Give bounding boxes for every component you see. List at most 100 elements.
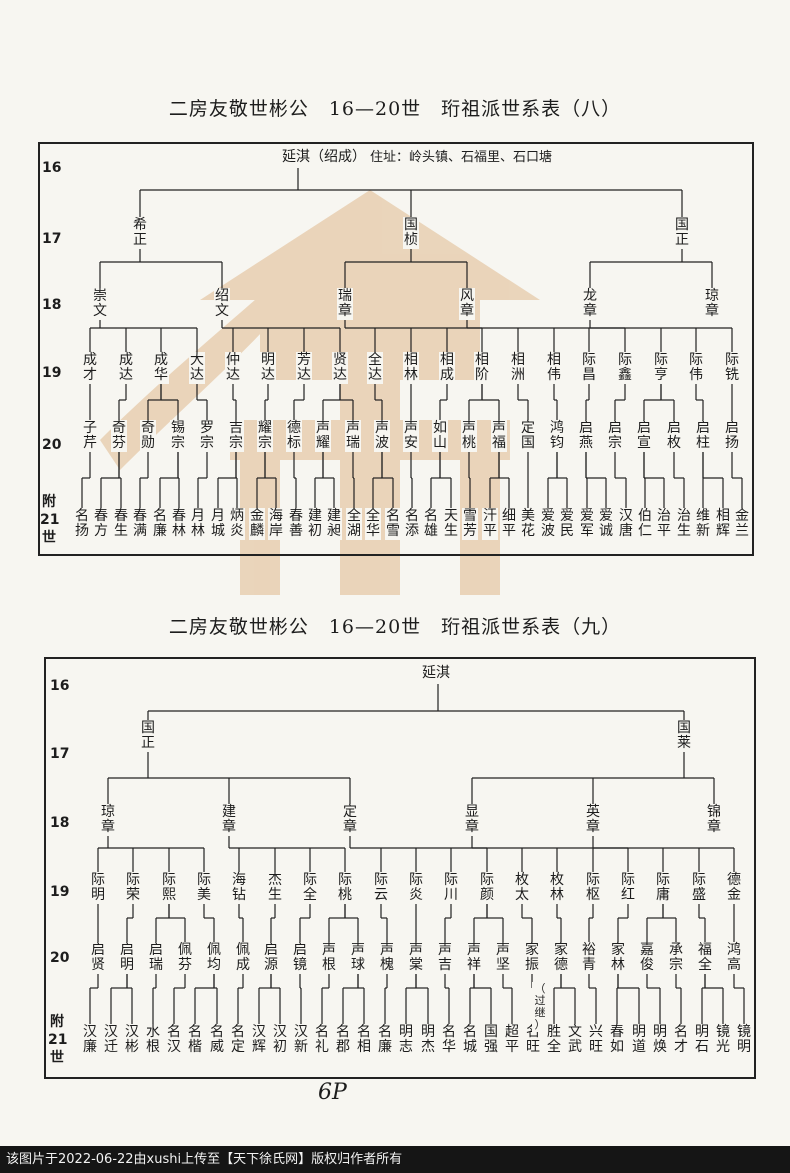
root-ancestor: 延淇: [420, 665, 452, 681]
gen21-node: 名才: [673, 1024, 689, 1056]
gen19-node: 贤达: [332, 352, 348, 384]
gen20-node: 裕青: [581, 942, 597, 974]
gen19-node: 际明: [90, 872, 106, 904]
gen21-node: 明志: [398, 1024, 414, 1056]
gen20-node: 启宗: [607, 420, 623, 452]
gen19-node: 际亨: [653, 352, 669, 384]
gen20-node: 声耀: [315, 420, 331, 452]
gen19-node: 际伟: [688, 352, 704, 384]
gen21-node: 建昶: [326, 508, 342, 540]
gen21-node: 镜光: [715, 1024, 731, 1056]
gen21-node: 汗平: [482, 508, 498, 540]
gen-17-label-2: 17: [50, 746, 70, 762]
gen21-node: 汉新: [293, 1024, 309, 1056]
gen17-node: 国正: [140, 720, 156, 752]
gen21-node: 镜明: [736, 1024, 752, 1056]
gen18-node: 琼章: [100, 804, 116, 836]
gen19-node: 际鑫: [617, 352, 633, 384]
gen-17-label: 17: [42, 231, 62, 247]
gen20-node: 声槐: [379, 942, 395, 974]
gen21-node: 春满: [132, 508, 148, 540]
gen20-node: 德标: [286, 420, 302, 452]
gen19-node: 际颜: [479, 872, 495, 904]
gen21-node: 春方: [93, 508, 109, 540]
table-8-frame: [38, 142, 754, 556]
gen18-node: 显章: [464, 804, 480, 836]
gen21-node: 名汉: [166, 1024, 182, 1056]
gen20-node: 启燕: [578, 420, 594, 452]
gen-19-label-2: 19: [50, 884, 70, 900]
gen20-node: 声吉: [437, 942, 453, 974]
gen20-node: 佩均: [206, 942, 222, 974]
gen20-node: 启柱: [695, 420, 711, 452]
gen21-node: 春生: [113, 508, 129, 540]
gen20-node: 定国: [520, 420, 536, 452]
gen21-node: 全湖: [346, 508, 362, 540]
gen19-node: 际枢: [585, 872, 601, 904]
address-text: 住址：岭头镇、石福里、石口塘: [368, 150, 555, 165]
gen19-node: 际云: [373, 872, 389, 904]
gen20-node: 福全: [697, 942, 713, 974]
gen19-node: 际盛: [691, 872, 707, 904]
gen19-node: 际川: [443, 872, 459, 904]
gen21-node: 美花: [520, 508, 536, 540]
gen20-node: 声波: [374, 420, 390, 452]
gen21-node: 金麟: [249, 508, 265, 540]
gen20-node: 声棠: [408, 942, 424, 974]
gen21-node: 细平: [501, 508, 517, 540]
gen21-node: 伯仁: [637, 508, 653, 540]
gen18-node: 龙章: [582, 288, 598, 320]
gen21-node: 名威: [209, 1024, 225, 1056]
gen18-node: 建章: [221, 804, 237, 836]
gen21-node: 建初: [307, 508, 323, 540]
gen-20-label-2: 20: [50, 950, 70, 966]
gen19-node: 成华: [153, 352, 169, 384]
gen17-node: 国正: [674, 217, 690, 249]
handwritten-page-mark: 6P: [318, 1080, 347, 1105]
gen21-node: 名雄: [423, 508, 439, 540]
gen18-node: 定章: [342, 804, 358, 836]
gen21-node: 爱军: [579, 508, 595, 540]
gen20-node: 声福: [491, 420, 507, 452]
gen19-node: 际红: [620, 872, 636, 904]
gen20-node: 家林: [610, 942, 626, 974]
gen21-node: 治生: [676, 508, 692, 540]
gen21-node: 水根: [145, 1024, 161, 1056]
gen20-node: 佩芬: [177, 942, 193, 974]
gen21-node: 名华: [441, 1024, 457, 1056]
gen21-node: 胜全: [546, 1024, 562, 1056]
gen19-node: 仲达: [225, 352, 241, 384]
gen21-node: 明杰: [420, 1024, 436, 1056]
gen20-node: 鸿高: [726, 942, 742, 974]
appendix-label: 附: [42, 494, 56, 510]
gen19-node: 相阶: [474, 352, 490, 384]
gen20-node: 声瑞: [345, 420, 361, 452]
gen20-node: 承宗: [668, 942, 684, 974]
gen21-node: 治平: [656, 508, 672, 540]
gen21-node: 名雪: [385, 508, 401, 540]
gen19-node: 全达: [367, 352, 383, 384]
gen18-node: 锦章: [706, 804, 722, 836]
gen-16-label-2: 16: [50, 678, 70, 694]
gen21-node: 兴旺: [588, 1024, 604, 1056]
appendix-label-2: 附: [50, 1014, 64, 1030]
gen19-node: 际炎: [408, 872, 424, 904]
gen19-node: 际全: [302, 872, 318, 904]
table-9-frame: [44, 657, 756, 1079]
gen19-node: 成达: [118, 352, 134, 384]
gen21-node: 名定: [230, 1024, 246, 1056]
gen20-node: 启瑞: [148, 942, 164, 974]
gen20-node: 声坚: [495, 942, 511, 974]
gen21-node: 汉彬: [124, 1024, 140, 1056]
gen-18-label: 18: [42, 297, 62, 313]
gen20-node: 启镜: [292, 942, 308, 974]
gen-19-label: 19: [42, 365, 62, 381]
gen21-node: 天生: [443, 508, 459, 540]
gen20-node: 嘉俊: [639, 942, 655, 974]
upload-footer: 该图片于2022-06-22由xushi上传至【天下徐氏网】版权归作者所有: [0, 1146, 790, 1173]
gen21-node: 汉初: [272, 1024, 288, 1056]
gen19-node: 枚太: [514, 872, 530, 904]
gen18-node: 英章: [585, 804, 601, 836]
